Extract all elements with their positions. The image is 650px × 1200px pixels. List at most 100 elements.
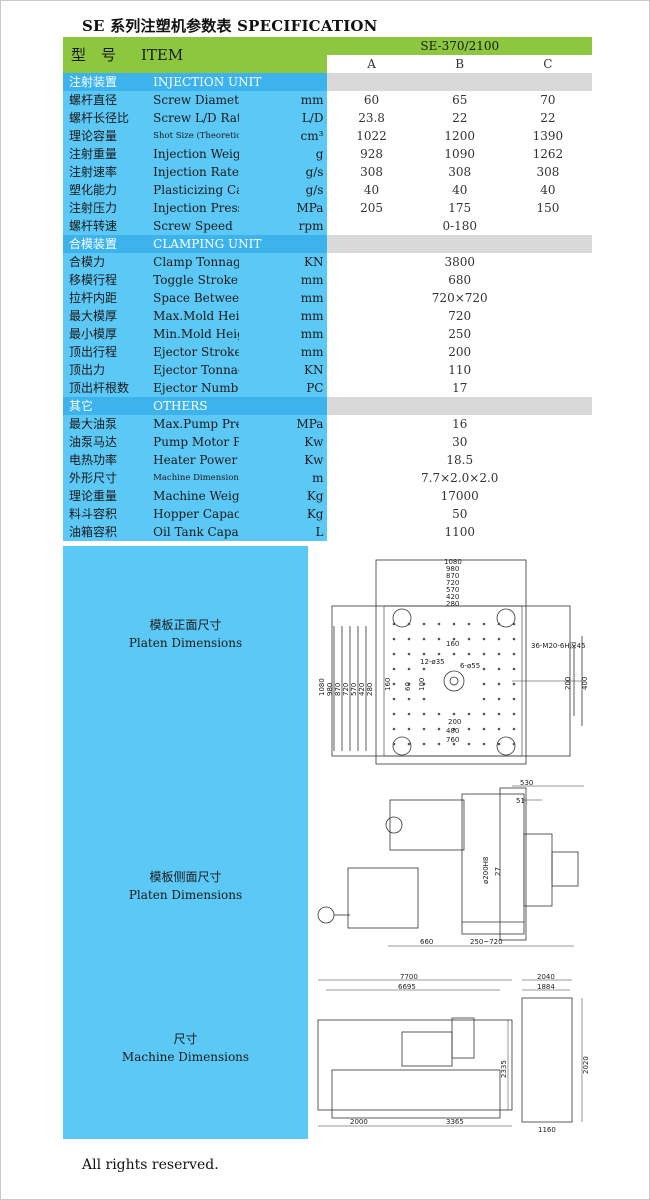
- param-unit: cm³: [239, 127, 328, 145]
- platen-hole: [482, 652, 486, 656]
- front-dim-top-6: 280: [446, 600, 459, 608]
- param-en: Toggle Stroke: [151, 271, 240, 289]
- front-dim-left-3: 720: [342, 683, 350, 696]
- platen-hole: [407, 697, 411, 701]
- value-b: 1090: [444, 147, 475, 161]
- machine-dim-4: 3365: [446, 1118, 464, 1126]
- platen-hole: [467, 622, 471, 626]
- param-unit: Kw: [239, 433, 328, 451]
- platen-hole: [422, 667, 426, 671]
- param-cn: 外形尺寸: [63, 469, 152, 487]
- value-all: 50: [452, 507, 468, 521]
- param-en: Min.Mold Height: [151, 325, 240, 343]
- model-name: SE-370/2100: [327, 37, 592, 55]
- param-cn: 拉杆内距: [63, 289, 152, 307]
- value-all: 1100: [444, 525, 475, 539]
- platen-hole: [482, 667, 486, 671]
- value-all: 3800: [444, 255, 475, 269]
- value-c: 22: [540, 111, 556, 125]
- machine-dim-caption-en: Machine Dimensions: [121, 1050, 250, 1064]
- section-title-cn: 注射装置: [63, 73, 152, 91]
- machine-dim-5: 2040: [537, 973, 555, 981]
- machine-dim-2: 2335: [500, 1060, 508, 1078]
- value-a: 308: [360, 165, 383, 179]
- param-unit: Kg: [239, 505, 328, 523]
- front-dim-left-0: 1080: [318, 678, 326, 696]
- platen-hole: [437, 622, 441, 626]
- side-bore-depth: 27: [494, 867, 502, 876]
- platen-hole: [497, 667, 501, 671]
- platen-hole: [392, 697, 396, 701]
- param-en: Oil Tank Capacity: [151, 523, 240, 541]
- platen-hole: [392, 652, 396, 656]
- platen-hole: [497, 712, 501, 716]
- platen-hole: [437, 637, 441, 641]
- param-cn: 螺杆直径: [63, 91, 152, 109]
- section-header-fill: [327, 235, 592, 253]
- platen-hole: [452, 727, 456, 731]
- value-b: 175: [448, 201, 472, 215]
- param-unit: m: [239, 469, 328, 487]
- side-platen-caption: 模板侧面尺寸 Platen Dimensions: [63, 868, 308, 904]
- value-a: 205: [360, 201, 383, 215]
- param-en: Heater Power: [151, 451, 240, 469]
- platen-hole: [422, 682, 426, 686]
- value-a: 23.8: [358, 111, 385, 125]
- front-dim-left-2: 870: [334, 683, 342, 696]
- platen-hole: [452, 637, 456, 641]
- side-platen-caption-en: Platen Dimensions: [128, 888, 243, 902]
- machine-dim-7: 2020: [582, 1056, 590, 1074]
- value-b: 65: [452, 93, 468, 107]
- platen-hole: [512, 622, 516, 626]
- param-cn: 最大油泵: [63, 415, 152, 433]
- value-all: 30: [452, 435, 468, 449]
- value-a: 60: [363, 93, 380, 107]
- front-dim-top-4: 570: [446, 586, 459, 594]
- param-en: Max.Pump Pressure: [151, 415, 240, 433]
- param-en: Space Between Tie Bars: [151, 289, 240, 307]
- front-platen-caption: 模板正面尺寸 Platen Dimensions: [63, 616, 308, 652]
- platen-hole: [422, 742, 426, 746]
- param-unit: PC: [239, 379, 328, 397]
- machine-dim-1: 6695: [398, 983, 416, 991]
- machine-dim-caption: 尺寸 Machine Dimensions: [63, 1030, 308, 1066]
- platen-hole: [497, 682, 501, 686]
- front-dim-left-5: 420: [358, 683, 366, 696]
- value-all: 200: [448, 345, 472, 359]
- front-center-dim-0: 160: [446, 640, 459, 648]
- platen-hole: [482, 742, 486, 746]
- param-cn: 油泵马达: [63, 433, 152, 451]
- side-dim-0: 530: [520, 779, 533, 787]
- platen-hole: [422, 727, 426, 731]
- platen-hole: [497, 727, 501, 731]
- param-en: Pump Motor Power: [151, 433, 240, 451]
- value-all: 17000: [440, 489, 479, 503]
- variant-header-row: A B C: [63, 55, 592, 73]
- section-title-cn: 合模装置: [63, 235, 152, 253]
- section-title-en: OTHERS: [151, 397, 328, 415]
- value-all: 680: [448, 273, 472, 287]
- value-all: 18.5: [446, 453, 474, 467]
- param-cn: 理论重量: [63, 487, 152, 505]
- machine-dimensions-drawing: 7700 6695 2335 2000 3365 2040 1884 2020 …: [317, 973, 590, 1134]
- front-dim-top-0: 1080: [444, 558, 462, 566]
- platen-hole: [497, 742, 501, 746]
- param-cn: 注射速率: [63, 163, 152, 181]
- param-cn: 注射重量: [63, 145, 152, 163]
- front-dim-left-4: 570: [350, 683, 358, 696]
- platen-hole: [467, 712, 471, 716]
- platen-hole: [407, 622, 411, 626]
- platen-hole: [437, 712, 441, 716]
